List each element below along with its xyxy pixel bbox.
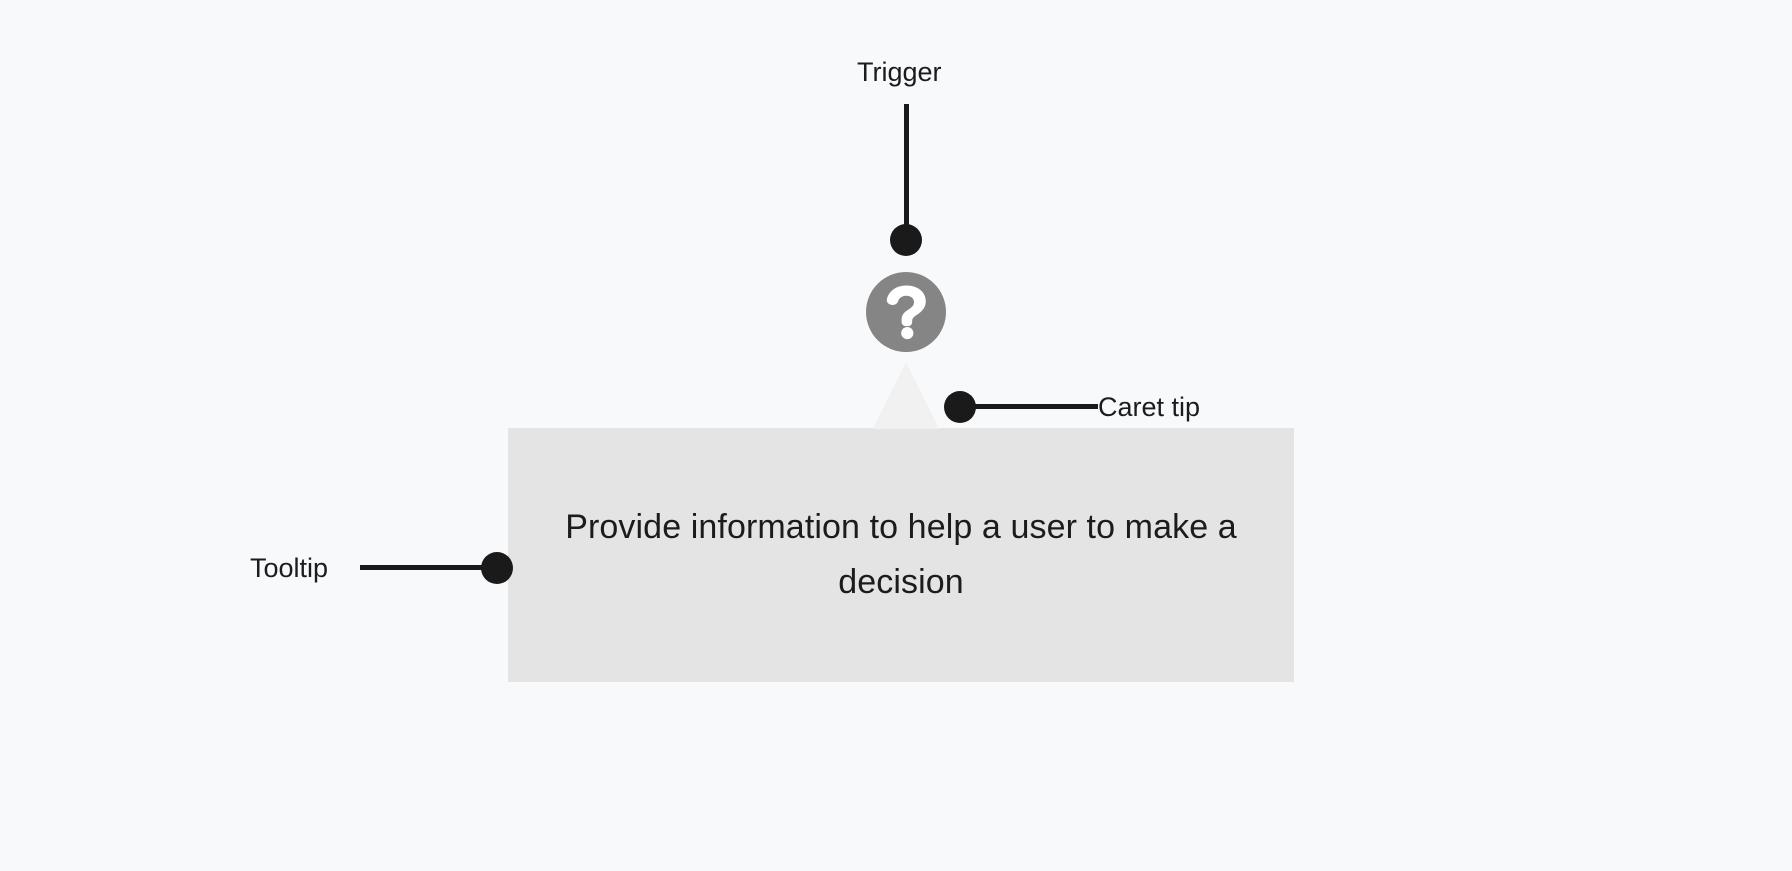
annotation-label-tooltip: Tooltip [250,553,329,583]
tooltip-body-text: Provide information to help a user to ma… [565,508,1237,601]
annotation-label-caret-tip: Caret tip [1098,392,1201,422]
annotation-leader-line-trigger [904,104,909,240]
annotation-label-trigger: Trigger [857,57,942,87]
annotation-dot-trigger [890,224,922,256]
annotation-leader-line-caret-tip [960,404,1098,409]
tooltip-caret [873,362,939,429]
annotation-leader-line-tooltip [360,565,485,570]
annotation-dot-tooltip [481,552,513,584]
tooltip-surface: Provide information to help a user to ma… [508,428,1294,682]
question-mark-circle-icon[interactable] [866,272,946,352]
